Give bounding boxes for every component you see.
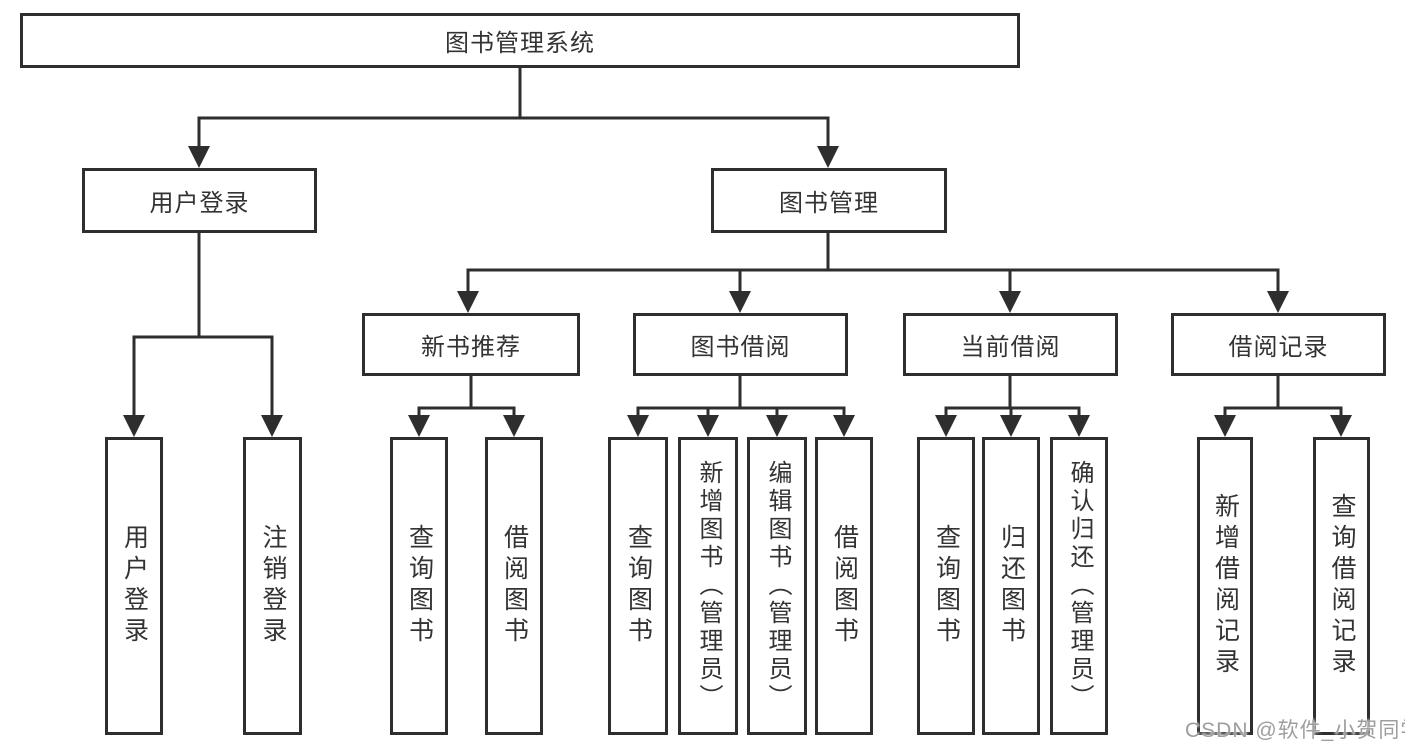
csdn-watermark: CSDN @软件_小贺同学 — [1185, 719, 1405, 742]
node-leaf-add-books-admin: 新增图书（管理员） — [678, 437, 738, 735]
node-label: 借阅图书 — [830, 524, 859, 648]
node-leaf-query-books-recommend: 查询图书 — [390, 437, 448, 735]
node-leaf-add-borrow-record: 新增借阅记录 — [1197, 437, 1253, 735]
node-leaf-edit-books-admin: 编辑图书（管理员） — [747, 437, 807, 735]
node-label: 确认归还（管理员） — [1066, 460, 1093, 712]
node-library-management-system: 图书管理系统 — [20, 13, 1020, 68]
node-label: 查询图书 — [405, 524, 434, 648]
node-leaf-confirm-return-admin: 确认归还（管理员） — [1050, 437, 1108, 735]
node-label: 新增借阅记录 — [1211, 493, 1240, 679]
node-label: 图书管理系统 — [445, 30, 595, 57]
node-leaf-return-books: 归还图书 — [982, 437, 1040, 735]
node-label: 编辑图书（管理员） — [764, 460, 791, 712]
node-current-borrowing: 当前借阅 — [903, 313, 1118, 376]
node-leaf-user-login: 用户登录 — [105, 437, 163, 735]
node-label: 借阅记录 — [1228, 334, 1329, 361]
node-new-book-recommendation: 新书推荐 — [362, 313, 580, 376]
node-label: 注销登录 — [259, 524, 287, 648]
node-book-borrowing: 图书借阅 — [633, 313, 848, 376]
node-label: 查询图书 — [624, 524, 653, 648]
node-leaf-borrow-books: 借阅图书 — [815, 437, 873, 735]
node-label: 查询借阅记录 — [1328, 493, 1356, 679]
node-label: 归还图书 — [997, 524, 1026, 648]
node-label: 借阅图书 — [500, 524, 529, 648]
node-user-login: 用户登录 — [82, 168, 317, 233]
node-label: 新增图书（管理员） — [695, 460, 722, 712]
node-borrowing-records: 借阅记录 — [1171, 313, 1386, 376]
node-label: 图书管理 — [779, 190, 879, 217]
node-label: 图书借阅 — [690, 334, 791, 361]
node-label: 新书推荐 — [421, 334, 521, 361]
node-leaf-logout: 注销登录 — [243, 437, 302, 735]
node-leaf-borrow-books-recommend: 借阅图书 — [485, 437, 543, 735]
node-leaf-query-books-borrowing: 查询图书 — [608, 437, 668, 735]
node-leaf-query-books-current: 查询图书 — [917, 437, 975, 735]
node-label: 用户登录 — [120, 524, 149, 648]
node-label: 当前借阅 — [960, 334, 1061, 361]
node-leaf-query-borrow-record: 查询借阅记录 — [1313, 437, 1370, 735]
node-label: 用户登录 — [149, 190, 250, 217]
node-book-management: 图书管理 — [711, 168, 947, 233]
node-label: 查询图书 — [932, 524, 961, 648]
